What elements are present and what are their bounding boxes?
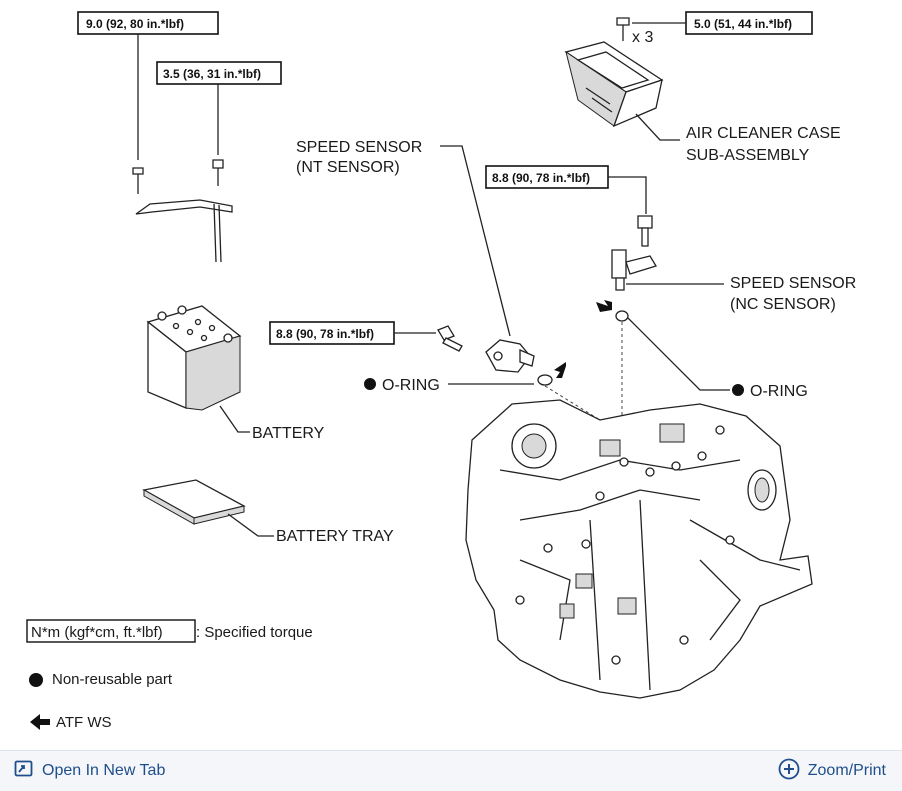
torque-box-nc-bolt: 8.8 (90, 78 in.*lbf) (485, 165, 609, 189)
zoom-plus-icon (778, 758, 800, 785)
label-oring-left: O-RING (382, 377, 440, 394)
transaxle-assembly (465, 399, 813, 699)
label-nc-sensor-1: SPEED SENSOR (730, 275, 856, 292)
parts-diagram: 9.0 (92, 80 in.*lbf) 3.5 (36, 31 in.*lbf… (26, 11, 856, 731)
multiplier-x3: x 3 (632, 29, 653, 46)
svg-text:3.5 (36, 31 in.*lbf): 3.5 (36, 31 in.*lbf) (163, 67, 261, 81)
svg-text:Non-reusable part: Non-reusable part (52, 671, 173, 688)
torque-box-nut: 3.5 (36, 31 in.*lbf) (156, 61, 282, 85)
nc-sensor-bolt (637, 215, 653, 247)
open-in-new-tab-button[interactable]: Open In New Tab (14, 751, 165, 791)
nonreusable-bullet-right (732, 384, 744, 396)
label-nt-sensor-2: (NT SENSOR) (296, 159, 400, 176)
label-air-cleaner-1: AIR CLEANER CASE (686, 125, 841, 142)
oring-right (615, 310, 629, 322)
nonreusable-bullet-left (364, 378, 376, 390)
svg-text:: Specified torque: : Specified torque (196, 624, 313, 641)
svg-text:N*m (kgf*cm, ft.*lbf): N*m (kgf*cm, ft.*lbf) (31, 624, 163, 641)
nt-sensor-bolt (437, 325, 463, 352)
label-nc-sensor-2: (NC SENSOR) (730, 296, 836, 313)
open-new-tab-icon (14, 760, 34, 783)
zoom-print-button[interactable]: Zoom/Print (778, 751, 886, 791)
label-oring-right: O-RING (750, 383, 808, 400)
nt-speed-sensor-part (485, 339, 535, 373)
torque-box-bolt-left: 9.0 (92, 80 in.*lbf) (77, 11, 219, 35)
battery-clamp-bracket (132, 159, 233, 263)
svg-text:8.8 (90, 78 in.*lbf): 8.8 (90, 78 in.*lbf) (492, 171, 590, 185)
open-in-new-tab-label: Open In New Tab (42, 762, 166, 779)
zoom-print-label: Zoom/Print (807, 762, 886, 779)
label-air-cleaner-2: SUB-ASSEMBLY (686, 147, 810, 164)
svg-text:ATF WS: ATF WS (56, 714, 112, 731)
image-footer-bar: Open In New Tab Zoom/Print (0, 750, 902, 791)
label-battery-tray: BATTERY TRAY (276, 528, 394, 545)
battery-part (146, 305, 242, 411)
label-nt-sensor-1: SPEED SENSOR (296, 139, 422, 156)
battery-tray-part (142, 479, 246, 525)
oring-left (537, 374, 553, 386)
air-cleaner-case-part (564, 41, 664, 128)
label-battery: BATTERY (252, 425, 325, 442)
legend-atf: ATF WS (30, 714, 112, 731)
svg-text:8.8 (90, 78 in.*lbf): 8.8 (90, 78 in.*lbf) (276, 327, 374, 341)
svg-text:9.0 (92, 80 in.*lbf): 9.0 (92, 80 in.*lbf) (86, 17, 184, 31)
torque-box-nt-bolt: 8.8 (90, 78 in.*lbf) (269, 321, 395, 345)
legend-nonreusable: Non-reusable part (29, 671, 173, 688)
legend-torque: N*m (kgf*cm, ft.*lbf) : Specified torque (26, 619, 313, 643)
air-cleaner-bolt (616, 17, 630, 41)
nc-speed-sensor-part (611, 249, 657, 291)
atf-arrow-right (596, 300, 612, 312)
atf-arrow-left (554, 362, 566, 378)
torque-box-air-cleaner: 5.0 (51, 44 in.*lbf) (685, 11, 813, 35)
svg-text:5.0 (51, 44 in.*lbf): 5.0 (51, 44 in.*lbf) (694, 17, 792, 31)
atf-arrow-icon (30, 714, 50, 730)
